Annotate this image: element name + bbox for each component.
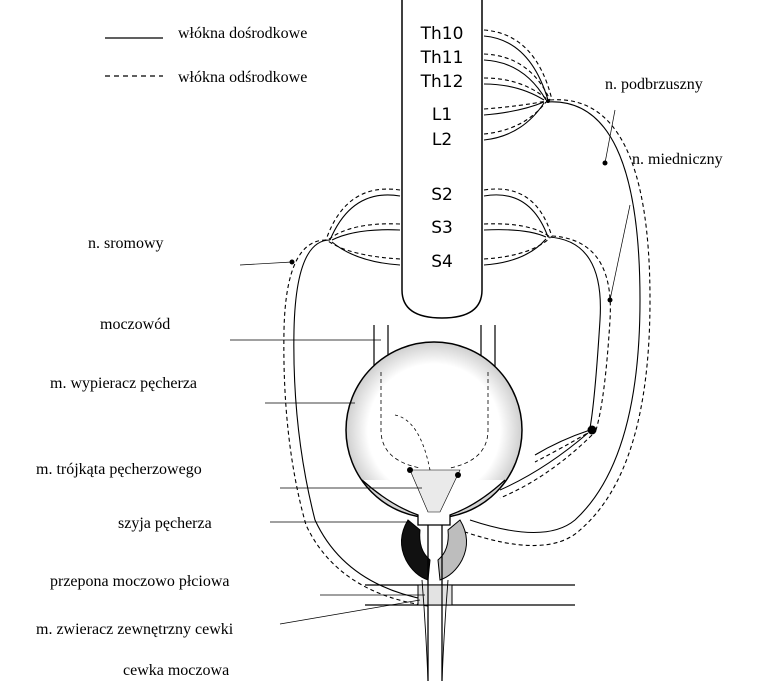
sacral-roots-left: [326, 189, 400, 265]
segment-l1: L1: [432, 105, 452, 125]
label-bladder-neck: szyja pęcherza: [118, 515, 212, 532]
segment-s4: S4: [431, 252, 453, 272]
segment-s2: S2: [431, 185, 453, 205]
segment-th10: Th10: [420, 24, 464, 44]
label-pudendal-nerve: n. sromowy: [88, 235, 164, 252]
label-trigone: m. trójkąta pęcherzowego: [36, 461, 202, 478]
label-detrusor: m. wypieracz pęcherza: [50, 375, 197, 392]
legend-afferent-label: włókna dośrodkowe: [178, 25, 307, 42]
trigone-left-dot: [407, 467, 413, 473]
label-hypogastric-nerve: n. podbrzuszny: [605, 76, 703, 93]
segment-l2: L2: [432, 130, 452, 150]
hypogastric-ganglion: [546, 99, 550, 103]
segment-th12: Th12: [420, 72, 464, 92]
label-external-sphincter: m. zwieracz zewnętrzny cewki: [36, 621, 234, 638]
segment-th11: Th11: [420, 48, 464, 68]
bladder: [346, 342, 522, 525]
label-urogenital-diaphragm: przepona moczowo płciowa: [50, 573, 229, 590]
label-urethra: cewka moczowa: [123, 662, 229, 679]
legend-efferent-label: włókna odśrodkowe: [178, 69, 307, 86]
thoracolumbar-roots: [484, 30, 552, 140]
bladder-neck-band-left: [401, 520, 430, 580]
label-pelvic-nerve: n. miedniczny: [632, 151, 723, 168]
trigone-right-dot: [455, 472, 461, 478]
pelvic-ganglion: [588, 426, 597, 435]
sacral-roots-right: [484, 189, 552, 265]
label-ureter: moczowód: [100, 316, 170, 333]
legend: włókna dośrodkowe włókna odśrodkowe: [105, 25, 307, 86]
segment-s3: S3: [431, 218, 453, 238]
